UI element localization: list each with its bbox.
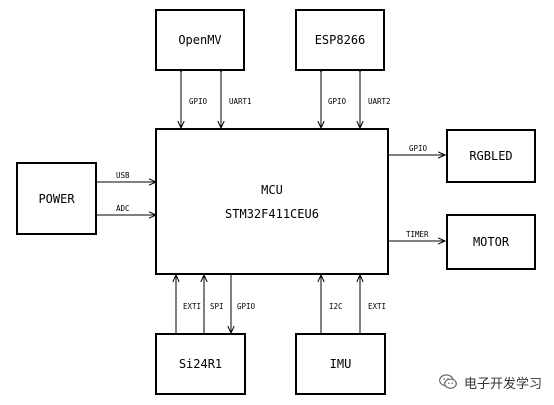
motor-block: MOTOR <box>446 214 536 270</box>
si-gpio-label: GPIO <box>237 302 256 311</box>
watermark-text: 电子开发学习 <box>463 376 542 392</box>
watermark: 电子开发学习 <box>438 372 542 392</box>
si-exti-label: EXTI <box>183 302 202 311</box>
si24r1-block: Si24R1 <box>155 333 246 395</box>
power-label: POWER <box>38 191 75 206</box>
openmv-block: OpenMV <box>155 9 245 71</box>
rgbled-block: RGBLED <box>446 129 536 183</box>
imu-i2c-label: I2C <box>329 302 343 311</box>
power-usb-label: USB <box>116 171 130 180</box>
imu-label: IMU <box>329 357 352 371</box>
imu-block: IMU <box>295 333 386 395</box>
si-spi-label: SPI <box>210 302 224 311</box>
rgbled-label: RGBLED <box>469 149 513 163</box>
mcu-label: MCU <box>261 182 283 197</box>
mcu-part-number: STM32F411CEU6 <box>225 206 319 221</box>
mcu-block: MCU STM32F411CEU6 <box>155 128 389 275</box>
power-adc-label: ADC <box>116 204 130 213</box>
openmv-gpio-label: GPIO <box>189 97 208 106</box>
esp-uart-label: UART2 <box>368 97 391 106</box>
rgb-gpio-label: GPIO <box>409 144 428 153</box>
esp8266-label: ESP8266 <box>314 33 366 47</box>
power-block: POWER <box>16 162 97 235</box>
esp-gpio-label: GPIO <box>328 97 347 106</box>
openmv-uart-label: UART1 <box>229 97 252 106</box>
si24r1-label: Si24R1 <box>178 357 223 371</box>
wechat-icon <box>439 374 457 389</box>
imu-exti-label: EXTI <box>368 302 387 311</box>
motor-label: MOTOR <box>472 235 510 249</box>
openmv-label: OpenMV <box>178 33 222 47</box>
esp8266-block: ESP8266 <box>295 9 385 71</box>
motor-timer-label: TIMER <box>406 230 429 239</box>
